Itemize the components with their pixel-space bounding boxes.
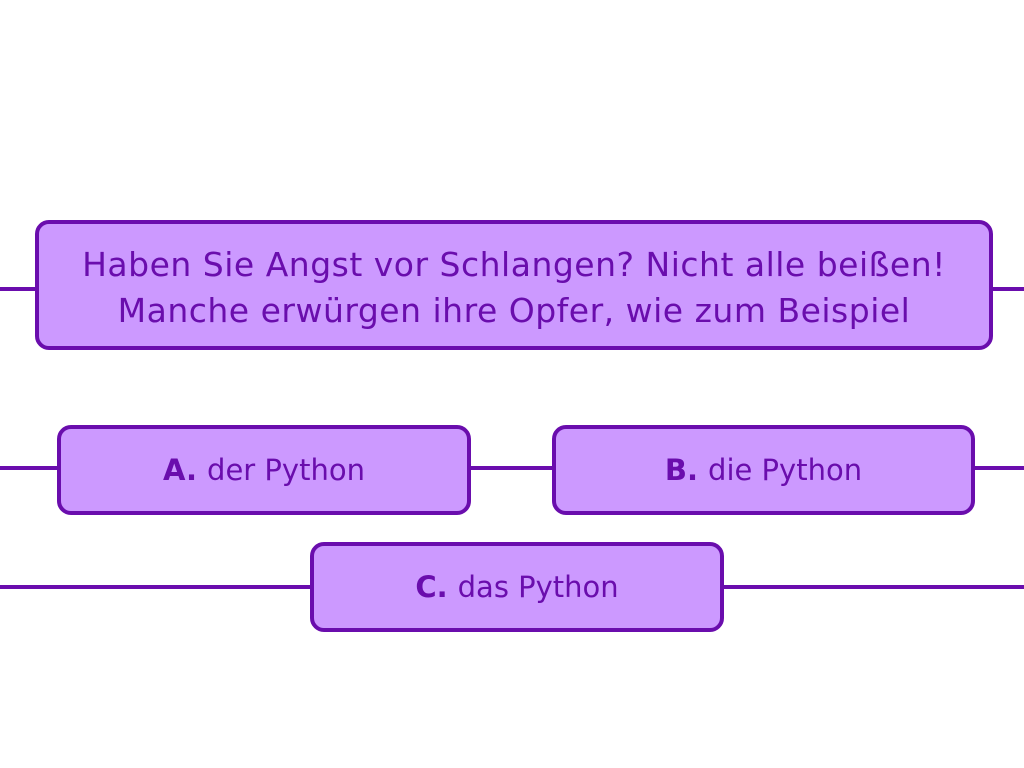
answer-b-text: die Python [708, 453, 863, 487]
answer-a-letter: A. [163, 453, 198, 487]
answer-c-letter: C. [415, 570, 448, 604]
answer-c-button[interactable]: C. das Python [310, 542, 724, 632]
answer-b-letter: B. [664, 453, 699, 487]
answer-a-button[interactable]: A. der Python [57, 425, 471, 515]
row2-connector-left [0, 585, 312, 589]
row1-connector-middle [469, 466, 554, 470]
question-connector-right [991, 287, 1024, 291]
row1-connector-left [0, 466, 59, 470]
row1-connector-right [973, 466, 1024, 470]
answer-c-text: das Python [457, 570, 619, 604]
question-text: Haben Sie Angst vor Schlangen? Nicht all… [82, 245, 946, 330]
answer-b-button[interactable]: B. die Python [552, 425, 975, 515]
question-box: Haben Sie Angst vor Schlangen? Nicht all… [35, 220, 993, 350]
answer-a-text: der Python [207, 453, 365, 487]
row2-connector-right [722, 585, 1024, 589]
question-connector-left [0, 287, 37, 291]
